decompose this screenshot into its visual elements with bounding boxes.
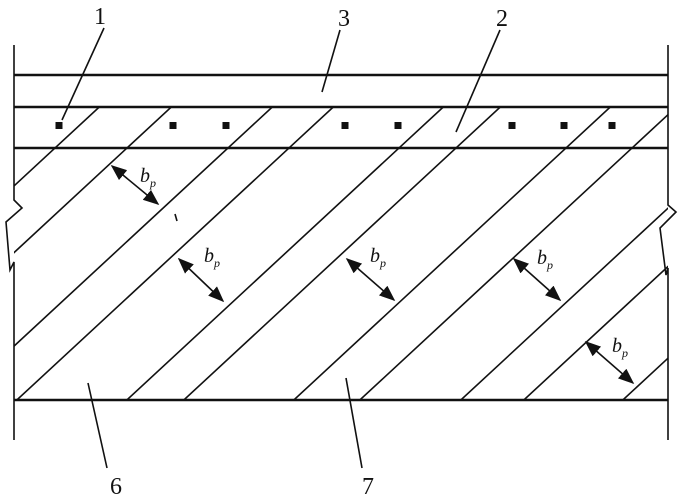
rebar-dot	[394, 122, 402, 129]
strip-line	[622, 357, 668, 400]
strip-line	[183, 107, 501, 400]
strip-line	[14, 107, 273, 348]
strip-line	[14, 107, 172, 254]
rebar-dot	[55, 122, 63, 129]
label-3: 3	[338, 6, 350, 32]
strip-line	[523, 265, 668, 400]
leader-3	[321, 29, 341, 93]
leader-6	[87, 382, 108, 469]
svg-text:bp: bp	[537, 247, 553, 272]
left-border	[5, 45, 24, 440]
strip-line	[126, 107, 444, 400]
label-7: 7	[362, 474, 374, 496]
rebar-dot	[222, 122, 230, 129]
dimension-bp-5: bp	[584, 335, 635, 385]
right-border	[659, 45, 678, 440]
label-1: 1	[94, 4, 106, 30]
svg-text:bp: bp	[140, 165, 156, 190]
svg-text:bp: bp	[204, 245, 220, 270]
dimension-bp-2: bp	[177, 245, 225, 303]
strip-line	[16, 107, 334, 400]
strip-line	[293, 107, 611, 400]
leader-1	[61, 27, 105, 121]
diagonal-strips	[14, 107, 668, 400]
leader-7	[345, 377, 363, 469]
rebar-dot	[608, 122, 616, 129]
strip-line	[359, 113, 668, 400]
strip-line	[460, 207, 668, 400]
rebar-dot	[341, 122, 349, 129]
rebar-dot	[508, 122, 516, 129]
leader-2	[455, 29, 501, 133]
dimension-bp-1: bp	[110, 164, 178, 222]
dimension-bp-3: bp	[345, 245, 396, 302]
svg-text:bp: bp	[612, 335, 628, 360]
strip-line	[14, 107, 100, 188]
dimension-bp-4: bp	[512, 247, 562, 302]
rebar-dot	[169, 122, 177, 129]
label-2: 2	[496, 6, 508, 32]
svg-text:bp: bp	[370, 245, 386, 270]
label-6: 6	[110, 474, 122, 496]
rebar-dot	[560, 122, 568, 129]
reinforcement-dots	[55, 122, 616, 129]
